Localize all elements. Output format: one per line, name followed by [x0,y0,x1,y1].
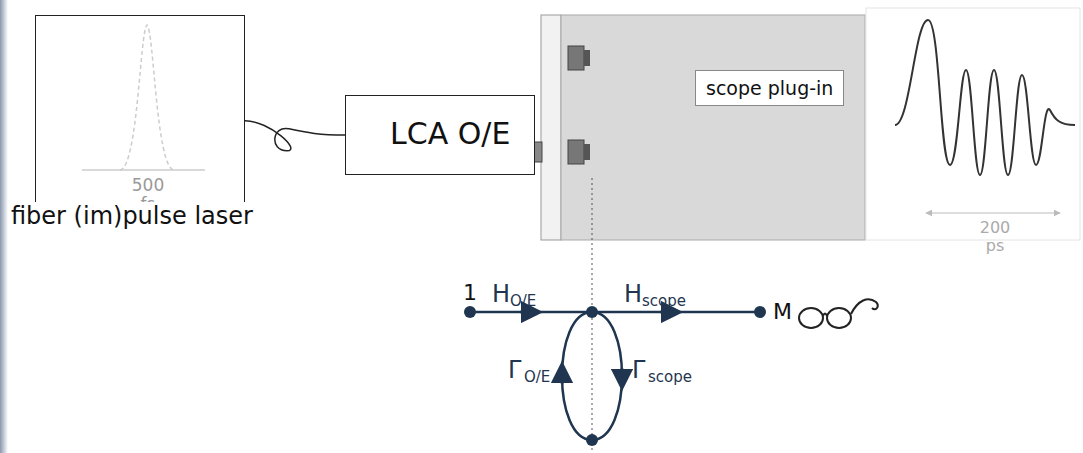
subscript: scope [648,370,692,385]
pulse-trace [82,25,205,170]
transfer-symbol: H [492,282,510,306]
scope-housing [526,15,865,240]
laser-box: 500 fsfiber (im)pulse laser [35,15,245,211]
transfer-symbol: H [624,282,642,306]
waveform [866,8,1080,240]
signal-flow-graph [464,178,766,453]
time-span: 200 ps [975,219,1015,254]
output-node-label: M [773,301,792,323]
optical-fiber [245,121,345,151]
glasses-icon [799,299,878,328]
subscript: scope [642,294,686,309]
oe-label: LCA O/E [390,116,510,151]
laser-caption: fiber (im)pulse laser [9,202,255,230]
scope-label: scope plug-in [695,70,844,106]
node-number: 1 [463,282,477,304]
scope-plugin-box: scope plug-in [561,15,865,240]
reflection-symbol: Γ [508,358,521,382]
reflection-symbol: Γ [632,358,645,382]
edge-strip [0,0,8,453]
oe-converter-box: LCA O/E [345,95,535,175]
subscript: O/E [524,370,550,385]
subscript: O/E [510,294,536,309]
